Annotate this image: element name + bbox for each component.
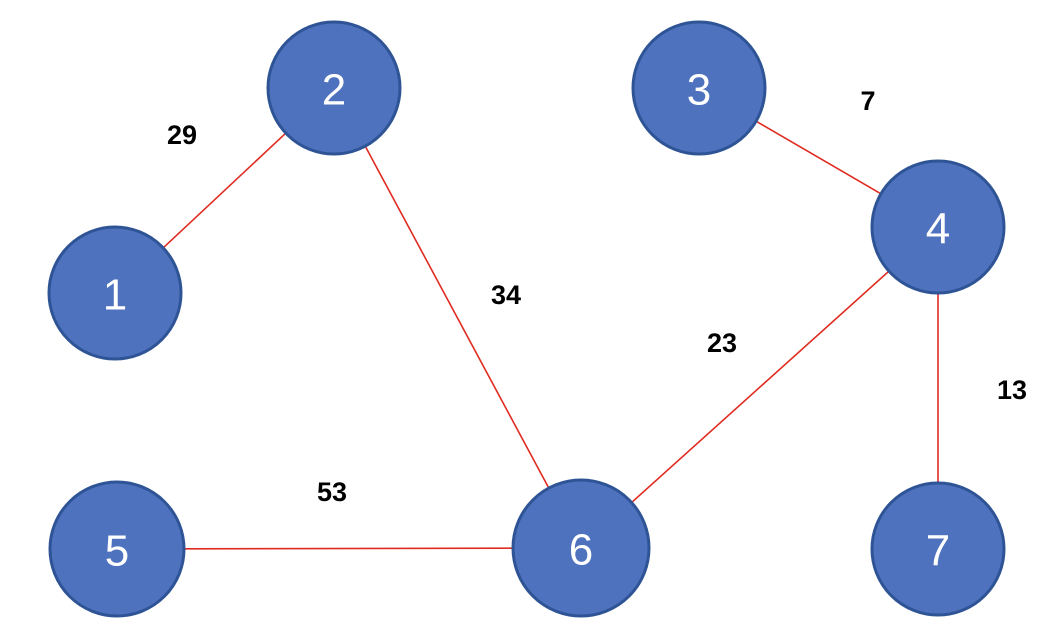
graph-node-7[interactable]: 7 <box>870 481 1006 617</box>
graph-node-1[interactable]: 1 <box>47 225 183 361</box>
graph-edge-3-4[interactable] <box>754 119 883 196</box>
graph-node-circle-2[interactable] <box>266 20 402 156</box>
graph-node-6[interactable]: 6 <box>511 478 651 618</box>
graph-node-circle-1[interactable] <box>47 225 183 361</box>
edge-weight-label-5-6: 53 <box>317 477 347 507</box>
graph-node-circle-6[interactable] <box>511 478 651 618</box>
edge-weight-label-2-6: 34 <box>491 280 521 310</box>
graph-edge-1-2[interactable] <box>161 131 288 250</box>
graph-node-circle-3[interactable] <box>631 20 767 156</box>
edge-weight-label-4-6: 23 <box>707 328 737 358</box>
edge-labels-layer: 29 34 7 23 13 53 <box>167 86 1027 507</box>
edge-weight-label-3-4: 7 <box>860 86 875 116</box>
graph-node-5[interactable]: 5 <box>48 480 186 618</box>
graph-node-circle-7[interactable] <box>870 481 1006 617</box>
edge-weight-label-1-2: 29 <box>167 120 197 150</box>
graph-node-circle-4[interactable] <box>870 159 1006 295</box>
edges-layer <box>161 119 939 550</box>
edge-weight-label-4-7: 13 <box>997 375 1027 405</box>
graph-node-3[interactable]: 3 <box>631 20 767 156</box>
graph-node-2[interactable]: 2 <box>266 20 402 156</box>
graph-edge-4-6[interactable] <box>630 269 891 504</box>
graph-node-4[interactable]: 4 <box>870 159 1006 295</box>
graph-edge-5-6[interactable] <box>182 547 515 550</box>
graph-node-circle-5[interactable] <box>48 480 186 618</box>
graph-edge-2-6[interactable] <box>364 144 551 490</box>
